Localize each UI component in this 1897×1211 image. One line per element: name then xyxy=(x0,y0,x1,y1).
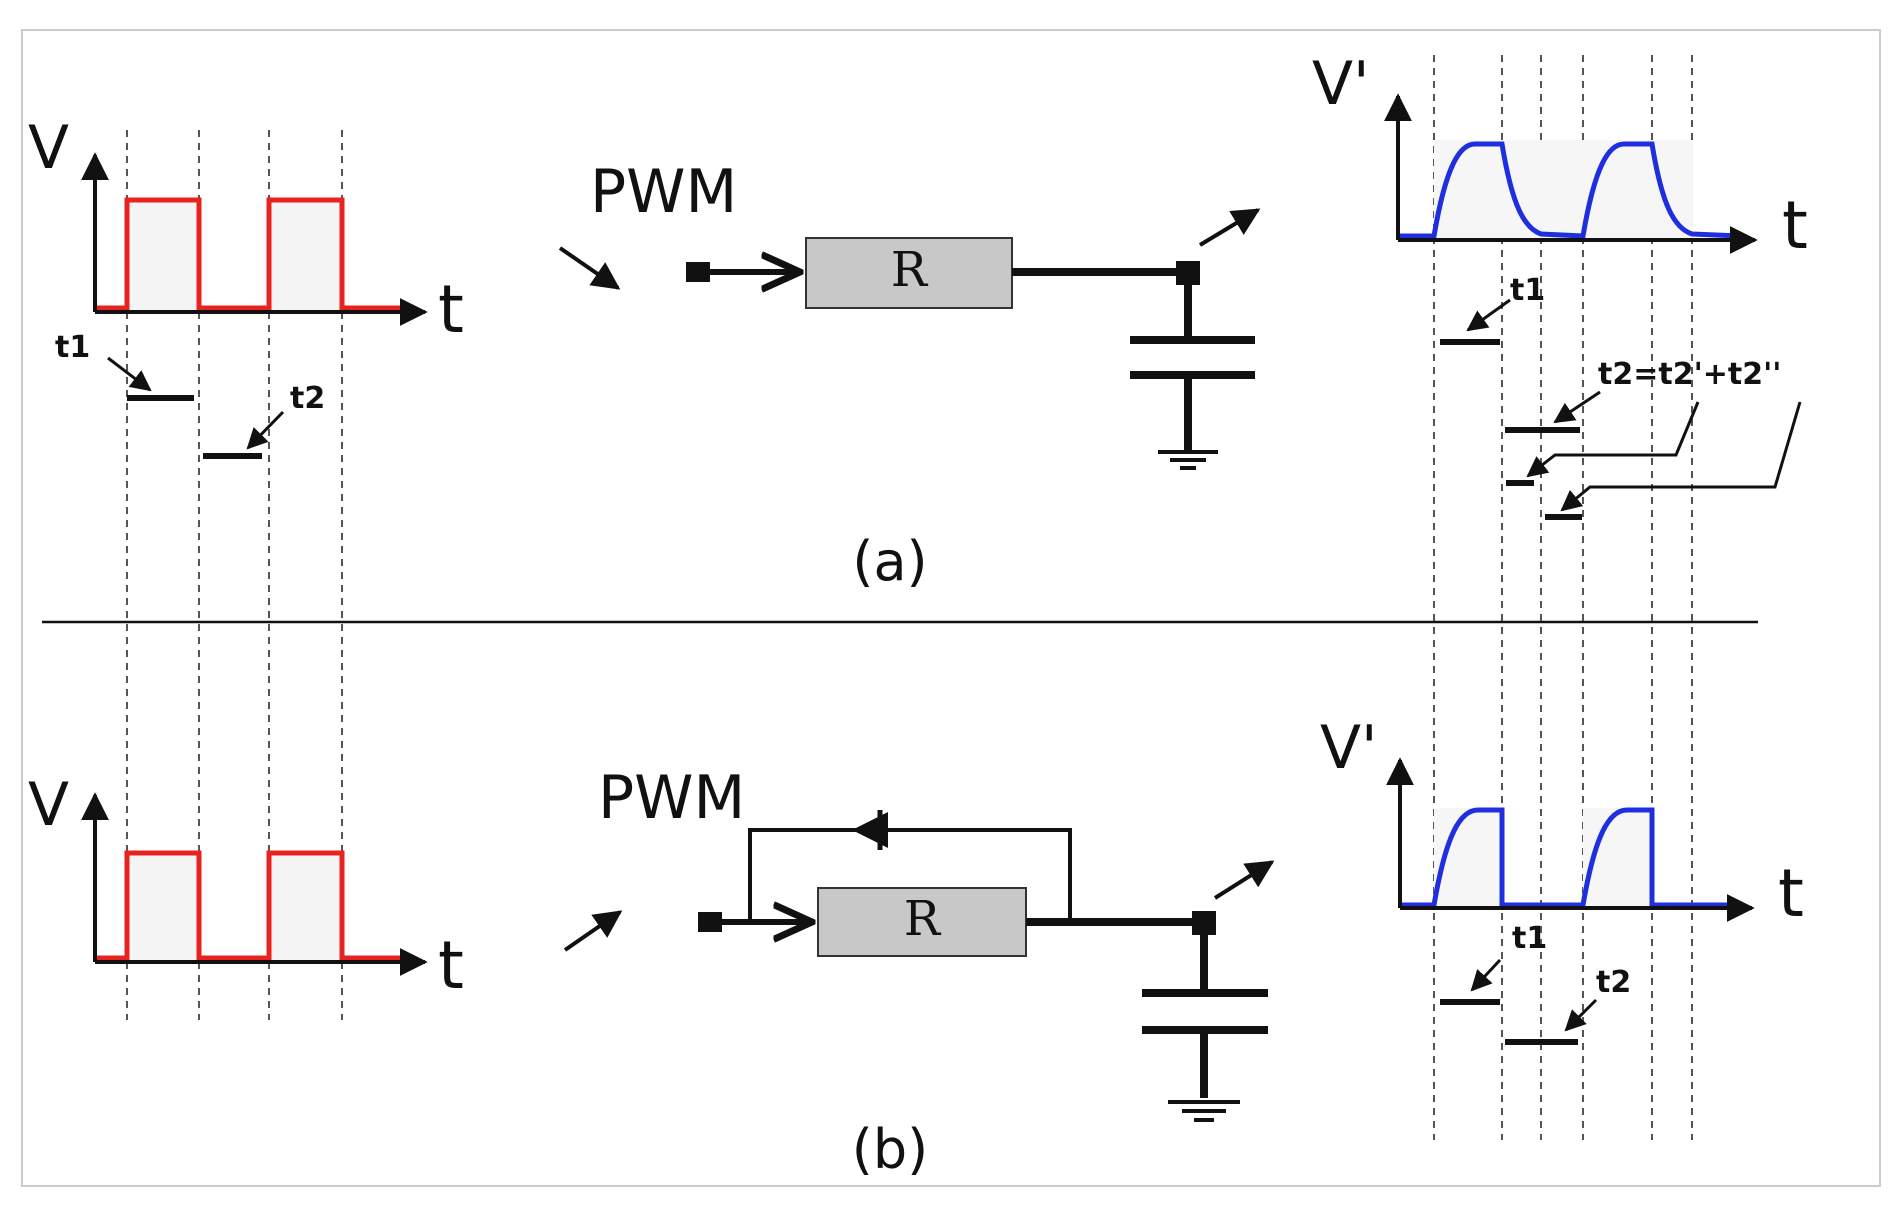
ground-icon-b xyxy=(1168,1100,1240,1122)
output-timing-b: t1 t2 xyxy=(1440,921,1631,1045)
figure-border xyxy=(21,29,1881,1187)
input-t2-label-a: t2 xyxy=(290,381,325,416)
resistor-label-b: R xyxy=(904,891,942,947)
ground-icon-a xyxy=(1158,450,1218,470)
pwm-label-b: PWM xyxy=(598,763,745,833)
output-x-label-a: t xyxy=(1782,187,1808,264)
output-plot-a: V' t xyxy=(1312,49,1808,264)
caption-b: (b) xyxy=(852,1118,928,1181)
output-t2-label-a: t2=t2'+t2'' xyxy=(1598,357,1781,392)
rc-circuit-a: PWM R xyxy=(558,157,1261,470)
output-t1-label-b: t1 xyxy=(1512,921,1547,956)
output-y-label-a: V' xyxy=(1312,49,1370,119)
input-timing-a: t1 t2 xyxy=(55,330,325,459)
output-timing-a: t1 t2=t2'+t2'' xyxy=(1440,273,1802,520)
pwm-square-wave-a xyxy=(95,197,400,311)
input-x-label-a: t xyxy=(438,271,464,348)
output-node-b xyxy=(1192,911,1216,935)
resistor-b xyxy=(817,887,1027,957)
output-t2-label-b: t2 xyxy=(1596,965,1631,1000)
diode-icon-b xyxy=(852,810,888,850)
input-y-label-b: V xyxy=(28,770,69,840)
pwm-input-terminal-a xyxy=(686,262,710,282)
caption-a: (a) xyxy=(852,530,927,593)
pwm-label-a: PWM xyxy=(590,157,737,227)
output-t1-label-a: t1 xyxy=(1510,273,1545,308)
output-plot-b: V' t xyxy=(1320,713,1804,932)
input-t1-label-a: t1 xyxy=(55,330,90,365)
rc-charge-curve-a xyxy=(1398,141,1741,239)
input-y-label-a: V xyxy=(28,113,69,183)
rc-charge-curve-b xyxy=(1400,807,1740,908)
panel-a: V t t1 t2 PWM R xyxy=(28,49,1808,593)
panel-b: V t PWM R xyxy=(28,713,1804,1181)
output-x-label-b: t xyxy=(1778,855,1804,932)
resistor-label-a: R xyxy=(891,242,929,298)
pwm-input-terminal-b xyxy=(698,912,722,932)
resistor-a xyxy=(805,237,1013,309)
input-x-label-b: t xyxy=(438,927,464,1004)
rc-diode-circuit-b: PWM R xyxy=(563,763,1275,1122)
output-node-a xyxy=(1176,261,1200,285)
input-plot-a: V t xyxy=(28,113,464,348)
output-y-label-b: V' xyxy=(1320,713,1378,783)
pwm-square-wave-b xyxy=(95,850,400,961)
input-plot-b: V t xyxy=(28,770,464,1004)
